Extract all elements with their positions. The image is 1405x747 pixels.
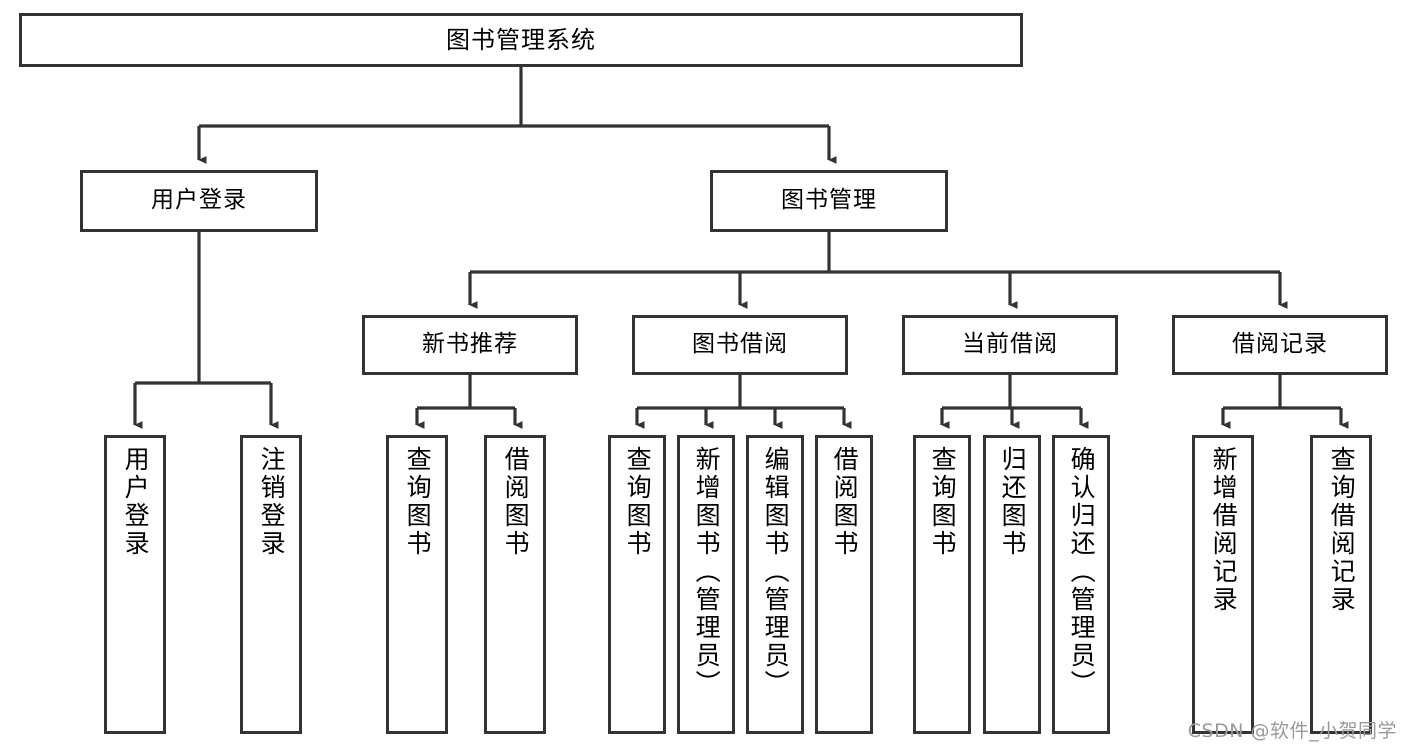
leaf-label: 注销登录 <box>257 446 287 558</box>
leaf-label: 编辑图书（管理员） <box>761 446 791 698</box>
node-leaf-br-add-record[interactable]: 新增借阅记录 <box>1192 435 1254 734</box>
node-leaf-cb-return-book[interactable]: 归还图书 <box>983 435 1041 734</box>
node-leaf-user-login[interactable]: 用户登录 <box>104 435 166 734</box>
node-book-borrow[interactable]: 图书借阅 <box>632 315 848 375</box>
leaf-label: 归还图书 <box>998 446 1028 558</box>
node-borrow-record[interactable]: 借阅记录 <box>1172 315 1388 375</box>
node-leaf-user-logout[interactable]: 注销登录 <box>240 435 302 734</box>
node-user-login[interactable]: 用户登录 <box>80 170 318 232</box>
node-leaf-cb-query-book[interactable]: 查询图书 <box>913 435 971 734</box>
node-leaf-rec-borrow-book[interactable]: 借阅图书 <box>484 435 546 734</box>
leaf-label: 查询借阅记录 <box>1327 446 1357 614</box>
leaf-label: 新增图书（管理员） <box>692 446 722 698</box>
leaf-label: 查询图书 <box>623 446 653 558</box>
node-leaf-bb-add-book[interactable]: 新增图书（管理员） <box>677 435 735 734</box>
leaf-label: 新增借阅记录 <box>1209 446 1239 614</box>
node-current-borrow[interactable]: 当前借阅 <box>902 315 1118 375</box>
node-leaf-cb-confirm-return[interactable]: 确认归还（管理员） <box>1052 435 1110 734</box>
leaf-label: 用户登录 <box>121 446 151 558</box>
leaf-label: 借阅图书 <box>501 446 531 558</box>
node-leaf-bb-borrow-book[interactable]: 借阅图书 <box>815 435 873 734</box>
node-root[interactable]: 图书管理系统 <box>19 13 1023 67</box>
csdn-watermark: CSDN @软件_小贺同学 <box>1187 720 1397 742</box>
node-leaf-br-query-record[interactable]: 查询借阅记录 <box>1310 435 1372 734</box>
node-leaf-bb-query-book[interactable]: 查询图书 <box>608 435 666 734</box>
node-leaf-bb-edit-book[interactable]: 编辑图书（管理员） <box>746 435 804 734</box>
leaf-label: 确认归还（管理员） <box>1067 446 1097 698</box>
node-book-manage[interactable]: 图书管理 <box>710 170 948 232</box>
leaf-label: 查询图书 <box>928 446 958 558</box>
leaf-label: 查询图书 <box>403 446 433 558</box>
leaf-label: 借阅图书 <box>830 446 860 558</box>
node-new-book-recommend[interactable]: 新书推荐 <box>362 315 578 375</box>
node-leaf-rec-query-book[interactable]: 查询图书 <box>386 435 448 734</box>
